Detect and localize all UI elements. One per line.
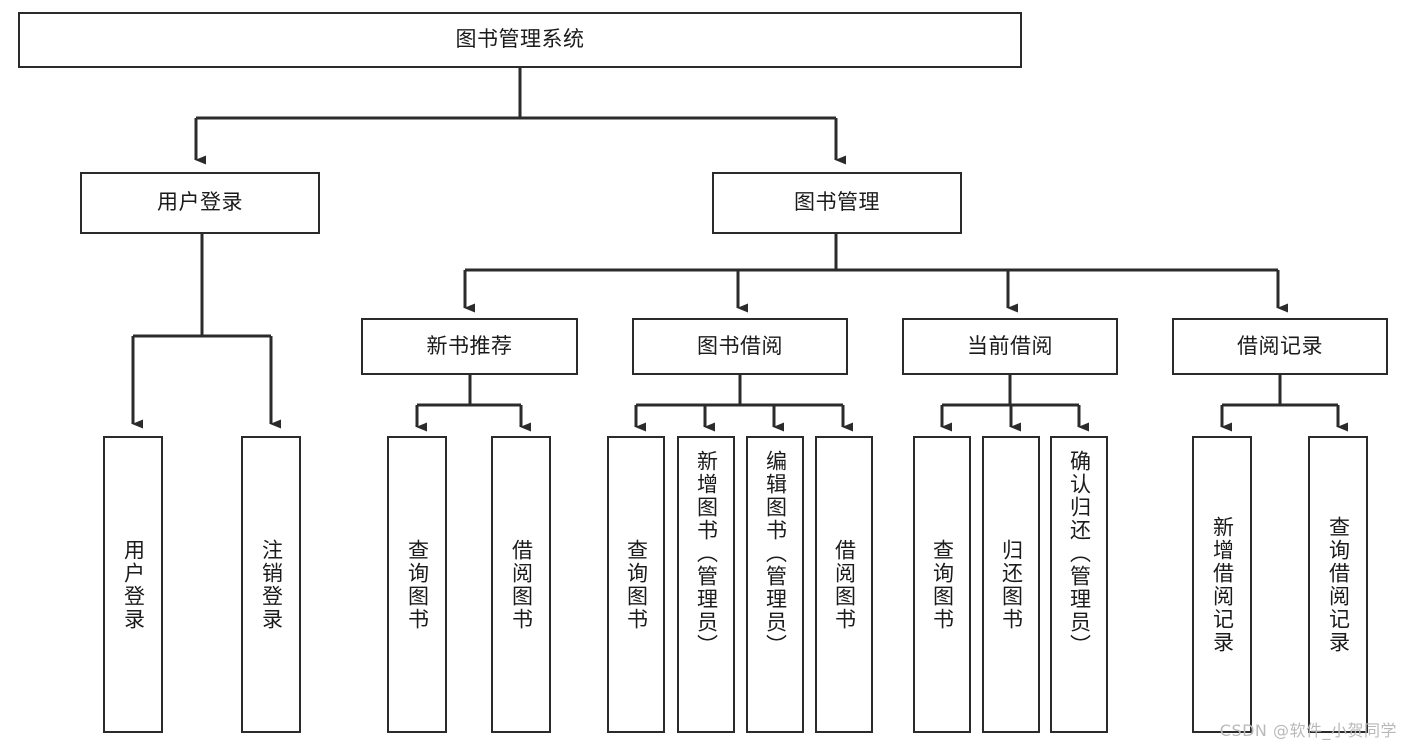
node-leaf-query-book-1[interactable]: 查询图书 (387, 436, 447, 733)
node-label: 编辑图书（管理员） (763, 450, 788, 657)
node-label: 图书管理 (794, 190, 880, 215)
node-leaf-query-book-3[interactable]: 查询图书 (913, 436, 971, 733)
node-label: 注销登录 (259, 538, 284, 631)
node-leaf-borrow-book-2[interactable]: 借阅图书 (815, 436, 873, 733)
node-root-system[interactable]: 图书管理系统 (18, 12, 1022, 68)
node-leaf-confirm-return[interactable]: 确认归还（管理员） (1050, 436, 1108, 733)
node-leaf-user-logout[interactable]: 注销登录 (241, 436, 301, 733)
node-label: 确认归还（管理员） (1067, 450, 1092, 657)
node-new-book-recommend[interactable]: 新书推荐 (361, 318, 578, 375)
node-label: 新增借阅记录 (1210, 515, 1235, 654)
node-leaf-borrow-book-1[interactable]: 借阅图书 (491, 436, 551, 733)
node-label: 用户登录 (121, 538, 146, 631)
node-borrow-record[interactable]: 借阅记录 (1172, 318, 1388, 375)
node-label: 图书借阅 (697, 333, 783, 358)
node-leaf-return-book[interactable]: 归还图书 (982, 436, 1040, 733)
node-user-login[interactable]: 用户登录 (80, 172, 320, 234)
node-label: 查询图书 (624, 538, 649, 631)
node-label: 借阅记录 (1237, 333, 1323, 358)
node-label: 查询借阅记录 (1326, 515, 1351, 654)
node-leaf-add-record[interactable]: 新增借阅记录 (1192, 436, 1252, 733)
node-label: 用户登录 (157, 190, 243, 215)
node-leaf-add-book[interactable]: 新增图书（管理员） (677, 436, 735, 733)
node-label: 借阅图书 (832, 538, 857, 631)
node-label: 查询图书 (405, 538, 430, 631)
node-label: 当前借阅 (967, 333, 1053, 358)
watermark-text: CSDN @软件_小贺同学 (1219, 721, 1397, 740)
node-label: 查询图书 (930, 538, 955, 631)
node-current-borrow[interactable]: 当前借阅 (902, 318, 1118, 375)
node-leaf-edit-book[interactable]: 编辑图书（管理员） (746, 436, 804, 733)
node-leaf-query-record[interactable]: 查询借阅记录 (1308, 436, 1368, 733)
node-label: 新书推荐 (426, 333, 513, 358)
node-label: 归还图书 (999, 538, 1024, 631)
node-leaf-user-login[interactable]: 用户登录 (103, 436, 163, 733)
node-book-borrow[interactable]: 图书借阅 (632, 318, 848, 375)
node-label: 图书管理系统 (455, 27, 585, 52)
node-book-manage[interactable]: 图书管理 (712, 172, 962, 234)
node-leaf-query-book-2[interactable]: 查询图书 (607, 436, 665, 733)
node-label: 新增图书（管理员） (694, 450, 719, 657)
node-label: 借阅图书 (509, 538, 534, 631)
